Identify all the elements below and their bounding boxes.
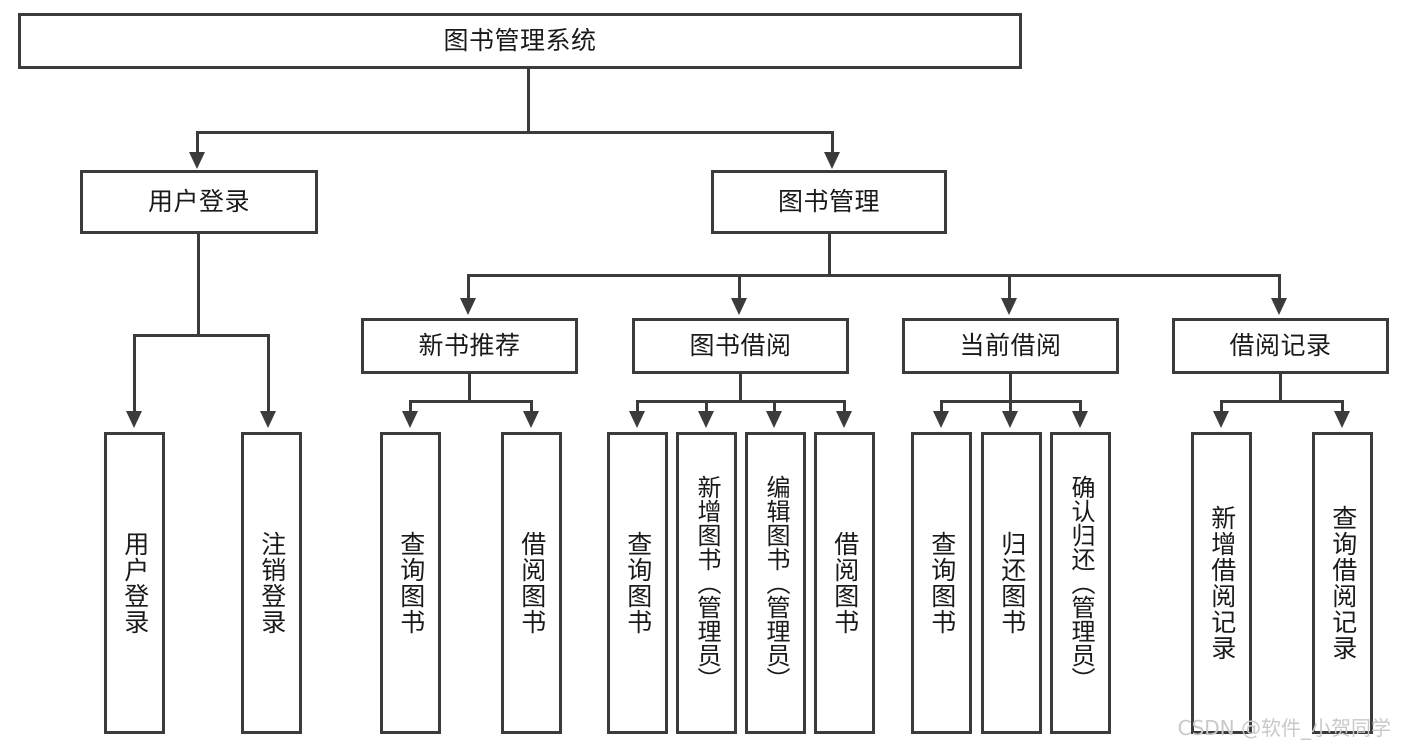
arrowhead-book-management: [824, 152, 840, 169]
connector-cb-child-3: [1079, 400, 1082, 414]
node-label: 借阅图书: [517, 531, 547, 635]
node-label: 查询借阅记录: [1328, 505, 1358, 661]
node-current-borrow[interactable]: 当前借阅: [902, 318, 1119, 374]
connector-user-login-stem: [197, 234, 200, 336]
arrowhead-leaf-confirm-return: [1072, 411, 1088, 428]
arrowhead-new-book-recommend: [460, 298, 476, 315]
node-label: 查询图书: [396, 531, 426, 635]
arrowhead-leaf-user-logout: [260, 411, 276, 428]
node-label: 当前借阅: [959, 331, 1062, 361]
connector-cb-stem: [1009, 374, 1012, 402]
connector-book-management-stem: [828, 234, 831, 276]
node-borrow-record[interactable]: 借阅记录: [1172, 318, 1389, 374]
node-leaf-query-record[interactable]: 查询借阅记录: [1312, 432, 1373, 734]
node-user-login[interactable]: 用户登录: [80, 170, 318, 234]
arrowhead-leaf-query-record: [1334, 411, 1350, 428]
connector-cb-child-1: [940, 400, 943, 414]
connector-nbr-child-1: [409, 400, 412, 414]
arrowhead-leaf-edit-book: [766, 411, 782, 428]
connector-bm-child-2: [738, 274, 741, 302]
node-label: 借阅图书: [830, 531, 860, 635]
node-label: 新增借阅记录: [1207, 505, 1237, 661]
arrowhead-leaf-borrow-book-1: [523, 411, 539, 428]
csdn-watermark: CSDN @软件_小贺同学: [1177, 716, 1391, 740]
node-label: 归还图书: [997, 531, 1027, 635]
connector-bb-bar: [636, 400, 846, 403]
connector-br-bar: [1220, 400, 1344, 403]
connector-nbr-bar: [409, 400, 533, 403]
node-label: 新书推荐: [418, 331, 521, 361]
node-label: 图书借阅: [689, 331, 792, 361]
node-leaf-add-record[interactable]: 新增借阅记录: [1191, 432, 1252, 734]
connector-root-stem: [527, 69, 530, 133]
connector-root-bar: [196, 131, 834, 134]
connector-bb-stem: [739, 374, 742, 402]
arrowhead-leaf-user-login: [126, 411, 142, 428]
connector-user-login-child-2: [267, 334, 270, 414]
node-leaf-query-book-3[interactable]: 查询图书: [911, 432, 972, 734]
arrowhead-user-login: [189, 152, 205, 169]
arrowhead-leaf-add-book: [698, 411, 714, 428]
connector-nbr-stem: [468, 374, 471, 402]
connector-nbr-child-2: [530, 400, 533, 414]
connector-root-to-user-login: [196, 131, 199, 155]
connector-br-child-2: [1341, 400, 1344, 414]
node-book-borrow[interactable]: 图书借阅: [632, 318, 849, 374]
node-leaf-add-book[interactable]: 新增图书（管理员）: [676, 432, 737, 734]
arrowhead-leaf-borrow-book-2: [836, 411, 852, 428]
connector-bb-child-2: [705, 400, 708, 414]
node-leaf-confirm-return[interactable]: 确认归还（管理员）: [1050, 432, 1111, 734]
node-label: 用户登录: [147, 187, 250, 217]
node-leaf-edit-book[interactable]: 编辑图书（管理员）: [745, 432, 806, 734]
connector-cb-child-2: [1009, 400, 1012, 414]
node-label: 图书管理系统: [443, 26, 597, 56]
node-leaf-query-book-1[interactable]: 查询图书: [380, 432, 441, 734]
arrowhead-leaf-add-record: [1213, 411, 1229, 428]
node-label: 查询图书: [927, 531, 957, 635]
arrowhead-leaf-query-book-2: [629, 411, 645, 428]
node-leaf-return-book[interactable]: 归还图书: [981, 432, 1042, 734]
node-root-system[interactable]: 图书管理系统: [18, 13, 1022, 69]
node-leaf-borrow-book-1[interactable]: 借阅图书: [501, 432, 562, 734]
connector-book-management-bar: [467, 274, 1281, 277]
node-label: 编辑图书（管理员）: [761, 475, 790, 691]
node-label: 图书管理: [777, 187, 880, 217]
connector-user-login-child-1: [133, 334, 136, 414]
connector-bb-child-4: [843, 400, 846, 414]
arrowhead-borrow-record: [1271, 298, 1287, 315]
connector-br-stem: [1279, 374, 1282, 402]
arrowhead-leaf-query-book-1: [402, 411, 418, 428]
connector-bb-child-1: [636, 400, 639, 414]
node-label: 新增图书（管理员）: [692, 475, 721, 691]
node-label: 借阅记录: [1229, 331, 1332, 361]
connector-bm-child-3: [1008, 274, 1011, 302]
connector-bm-child-4: [1278, 274, 1281, 302]
connector-bb-child-3: [773, 400, 776, 414]
connector-user-login-bar: [133, 334, 270, 337]
node-book-management[interactable]: 图书管理: [711, 170, 947, 234]
node-label: 注销登录: [257, 531, 287, 635]
arrowhead-leaf-return-book: [1002, 411, 1018, 428]
arrowhead-leaf-query-book-3: [933, 411, 949, 428]
node-leaf-query-book-2[interactable]: 查询图书: [607, 432, 668, 734]
connector-bm-child-1: [467, 274, 470, 302]
node-label: 确认归还（管理员）: [1066, 475, 1095, 691]
node-leaf-borrow-book-2[interactable]: 借阅图书: [814, 432, 875, 734]
node-leaf-user-login[interactable]: 用户登录: [104, 432, 165, 734]
node-label: 查询图书: [623, 531, 653, 635]
node-leaf-user-logout[interactable]: 注销登录: [241, 432, 302, 734]
arrowhead-current-borrow: [1001, 298, 1017, 315]
connector-root-to-book-management: [831, 131, 834, 155]
node-new-book-recommend[interactable]: 新书推荐: [361, 318, 578, 374]
arrowhead-book-borrow: [731, 298, 747, 315]
node-label: 用户登录: [120, 531, 150, 635]
connector-br-child-1: [1220, 400, 1223, 414]
